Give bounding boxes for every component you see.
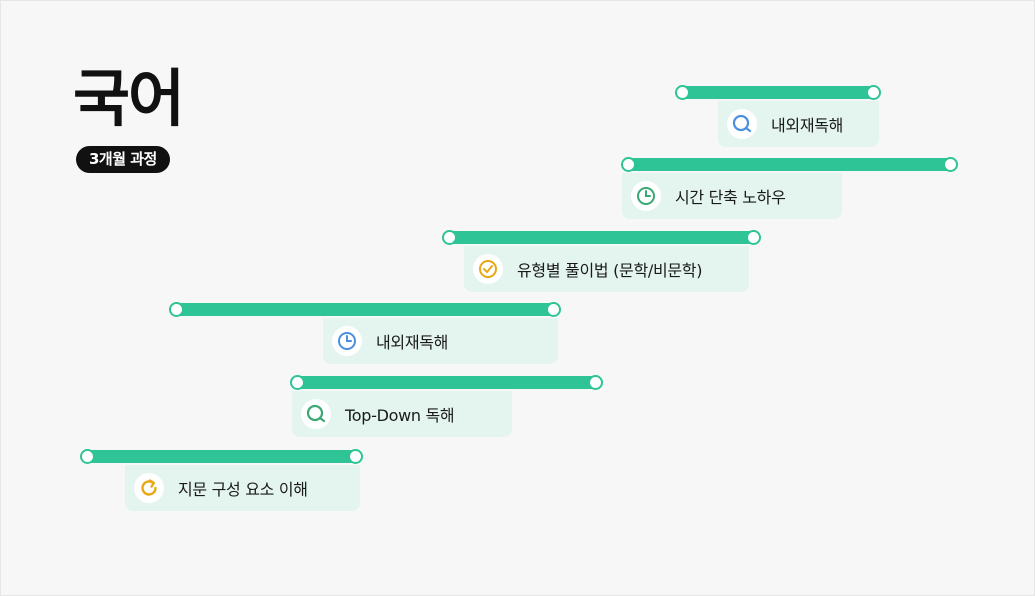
refresh-icon [134, 473, 164, 503]
search-icon [301, 399, 331, 429]
bar-end-knob [866, 85, 881, 100]
bar-start-knob [80, 449, 95, 464]
check-circle-icon [473, 254, 503, 284]
bar-end-knob [588, 375, 603, 390]
search-icon [727, 109, 757, 139]
clock-icon [332, 326, 362, 356]
timeline-bar [442, 230, 761, 245]
bar-start-knob [169, 302, 184, 317]
page-title: 국어 [73, 62, 185, 135]
roadmap-item: 유형별 풀이법 (문학/비문학) [464, 246, 749, 292]
bar-start-knob [621, 157, 636, 172]
roadmap-item: 내외재독해 [718, 101, 879, 147]
timeline-bar [80, 449, 363, 464]
clock-icon [631, 181, 661, 211]
bar-start-knob [675, 85, 690, 100]
roadmap-item-label: 내외재독해 [376, 333, 449, 352]
roadmap-item: 시간 단축 노하우 [622, 173, 842, 219]
bar-end-knob [746, 230, 761, 245]
timeline-bar [621, 157, 958, 172]
roadmap-item: 내외재독해 [323, 318, 558, 364]
bar-end-knob [546, 302, 561, 317]
timeline-bar [290, 375, 603, 390]
roadmap-item-label: 지문 구성 요소 이해 [178, 480, 308, 499]
bar-end-knob [348, 449, 363, 464]
roadmap-item: Top-Down 독해 [292, 391, 512, 437]
roadmap-item-label: 유형별 풀이법 (문학/비문학) [517, 261, 703, 280]
timeline-bar [675, 85, 881, 100]
roadmap-item-label: Top-Down 독해 [345, 406, 455, 425]
roadmap-item-label: 시간 단축 노하우 [675, 188, 786, 207]
timeline-bar [169, 302, 561, 317]
bar-start-knob [442, 230, 457, 245]
bar-end-knob [943, 157, 958, 172]
duration-badge: 3개월 과정 [76, 146, 170, 173]
bar-start-knob [290, 375, 305, 390]
roadmap-item-label: 내외재독해 [771, 116, 844, 135]
roadmap-item: 지문 구성 요소 이해 [125, 465, 360, 511]
